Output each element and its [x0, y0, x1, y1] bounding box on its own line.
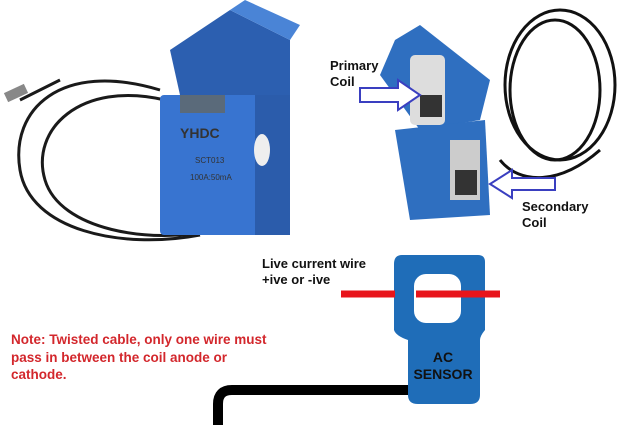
coiled-cable — [498, 8, 617, 180]
secondary-coil-arrow-icon — [488, 168, 556, 200]
brand-label: YHDC — [180, 125, 220, 141]
primary-coil-arrow-icon — [359, 78, 422, 112]
opened-sensor-photo — [380, 25, 490, 220]
current-sensor-photo: YHDC SCT013 100A:50mA — [160, 0, 300, 235]
secondary-coil-label: Secondary Coil — [522, 199, 589, 230]
sensor-hole — [414, 274, 461, 323]
model-label: SCT013 — [195, 156, 225, 165]
rating-label: 100A:50mA — [190, 173, 232, 182]
sensor-cable — [213, 385, 410, 425]
live-wire-label: Live current wire +ive or -ive — [262, 256, 367, 287]
note-text: Note: Twisted cable, only one wire must … — [11, 332, 267, 382]
audio-jack-icon — [3, 83, 29, 103]
ac-sensor-label: AC SENSOR — [413, 349, 473, 382]
primary-coil-label: Primary Coil — [330, 58, 379, 89]
sensor-cable-left — [17, 78, 216, 242]
